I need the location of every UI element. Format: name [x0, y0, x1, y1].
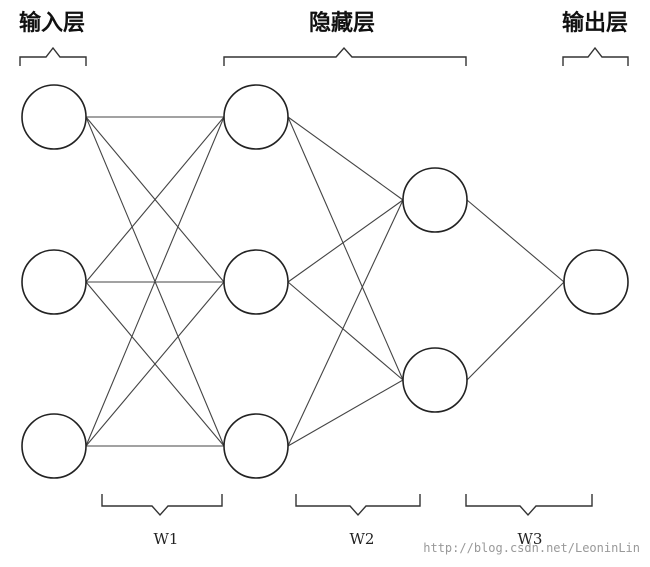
edge-input-2-to-hidden-1	[85, 116, 225, 283]
w2-brace	[295, 494, 421, 517]
edge-hidden-2-to-hidden2-2	[287, 281, 404, 381]
edge-hidden-3-to-hidden2-2	[287, 379, 404, 447]
hidden-node-3	[223, 413, 289, 479]
connections	[85, 116, 565, 447]
w3-brace	[465, 494, 593, 517]
output-node-1	[563, 249, 629, 315]
input-node-2	[21, 249, 87, 315]
edge-hidden-1-to-hidden2-2	[287, 116, 404, 381]
output-layer-title: 输出层	[562, 10, 628, 36]
hidden2-node-2	[402, 347, 468, 413]
hidden2-node-1	[402, 167, 468, 233]
edge-hidden-2-to-hidden2-1	[287, 199, 404, 283]
edge-hidden2-1-to-output-1	[466, 199, 565, 283]
input-node-1	[21, 84, 87, 150]
w3-label: W3	[518, 530, 543, 548]
edge-input-3-to-hidden-1	[85, 116, 225, 447]
input-layer-brace	[19, 46, 87, 66]
edge-input-3-to-hidden-2	[85, 281, 225, 447]
hidden-node-1	[223, 84, 289, 150]
nodes	[21, 84, 629, 479]
watermark-url: http://blog.csdn.net/LeoninLin	[423, 541, 640, 555]
edge-hidden-1-to-hidden2-1	[287, 116, 404, 201]
w1-label: W1	[154, 530, 179, 548]
edge-hidden-3-to-hidden2-1	[287, 199, 404, 447]
hidden-layer-title: 隐藏层	[309, 11, 375, 36]
output-layer-brace	[562, 46, 629, 66]
input-layer-title: 输入层	[19, 10, 85, 36]
edge-hidden2-2-to-output-1	[466, 281, 565, 381]
w1-brace	[101, 494, 223, 517]
w2-label: W2	[350, 530, 375, 548]
hidden-layer-brace	[223, 46, 467, 66]
hidden-node-2	[223, 249, 289, 315]
input-node-3	[21, 413, 87, 479]
